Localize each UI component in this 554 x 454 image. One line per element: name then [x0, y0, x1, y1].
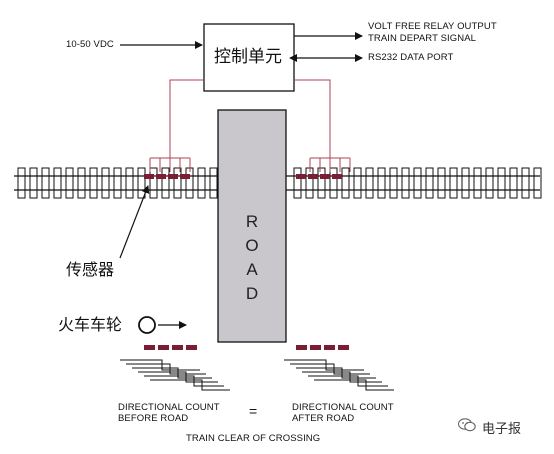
track-sleeper: [29, 167, 38, 199]
track-sleeper: [173, 167, 182, 199]
track-sleeper: [149, 167, 158, 199]
track-sleeper: [365, 167, 374, 199]
depart-signal-label: TRAIN DEPART SIGNAL: [368, 33, 477, 44]
waveform-after: [284, 359, 394, 391]
count-before-line1: DIRECTIONAL COUNT: [118, 402, 220, 413]
count-after-line2: AFTER ROAD: [292, 413, 355, 424]
track-sleeper: [485, 167, 494, 199]
crossing-caption: TRAIN CLEAR OF CROSSING: [186, 433, 321, 444]
track-sleeper: [101, 167, 110, 199]
track-sleeper: [533, 167, 542, 199]
sensor-left-pads: [144, 174, 190, 179]
track-sleeper: [53, 167, 62, 199]
wechat-icon: [458, 418, 476, 435]
track-sleeper: [389, 167, 398, 199]
track-sleeper: [209, 167, 218, 199]
track-sleeper: [449, 167, 458, 199]
track-sleeper: [185, 167, 194, 199]
sensor-right: [309, 157, 351, 172]
sensor-right-pads: [296, 174, 342, 179]
road-letter-d: D: [245, 284, 259, 303]
track-sleeper: [17, 167, 26, 199]
control-unit-box: [203, 23, 295, 92]
wheel-label: 火车车轮: [58, 315, 123, 334]
track-sleeper: [377, 167, 386, 199]
track-sleeper: [497, 167, 506, 199]
sensor-label: 传感器: [66, 260, 115, 279]
railway-track: [14, 167, 542, 199]
road-block: [217, 109, 287, 343]
track-sleeper: [353, 167, 362, 199]
track-sleeper: [401, 167, 410, 199]
track-sleeper: [425, 167, 434, 199]
watermark: 电子报: [458, 418, 521, 437]
track-sleepers: [17, 167, 542, 199]
waveform-before: [120, 359, 230, 391]
track-sleeper: [137, 167, 146, 199]
track-sleeper: [113, 167, 122, 199]
rs232-label: RS232 DATA PORT: [368, 52, 454, 63]
track-sleeper: [305, 167, 314, 199]
sensor-left: [149, 157, 191, 172]
track-sleeper: [77, 167, 86, 199]
track-sleeper: [461, 167, 470, 199]
lower-pads-after: [296, 345, 349, 350]
track-sleeper: [89, 167, 98, 199]
track-sleeper: [521, 167, 530, 199]
wire-left: [169, 79, 204, 158]
wheel-circle-icon: [138, 316, 156, 334]
track-sleeper: [413, 167, 422, 199]
count-before-line2: BEFORE ROAD: [118, 413, 189, 424]
power-input-label: 10-50 VDC: [66, 39, 114, 50]
control-unit-label: 控制单元: [214, 47, 282, 67]
sensor-pointer-arrow: [119, 185, 150, 259]
lower-pads-before: [144, 345, 197, 350]
watermark-text: 电子报: [482, 422, 522, 437]
track-sleeper: [65, 167, 74, 199]
relay-output-label: VOLT FREE RELAY OUTPUT: [368, 21, 497, 32]
track-sleeper: [41, 167, 50, 199]
track-sleeper: [341, 167, 350, 199]
road-letter-o: O: [245, 236, 259, 255]
track-sleeper: [197, 167, 206, 199]
equals-sign: =: [249, 403, 258, 419]
count-after-line1: DIRECTIONAL COUNT: [292, 402, 394, 413]
track-sleeper: [161, 167, 170, 199]
track-sleeper: [293, 167, 302, 199]
track-sleeper: [509, 167, 518, 199]
road-letter-r: R: [245, 212, 259, 231]
wire-right: [294, 79, 331, 158]
track-sleeper: [473, 167, 482, 199]
road-letter-a: A: [246, 260, 258, 279]
track-sleeper: [329, 167, 338, 199]
track-sleeper: [437, 167, 446, 199]
track-sleeper: [125, 167, 134, 199]
track-sleeper: [317, 167, 326, 199]
